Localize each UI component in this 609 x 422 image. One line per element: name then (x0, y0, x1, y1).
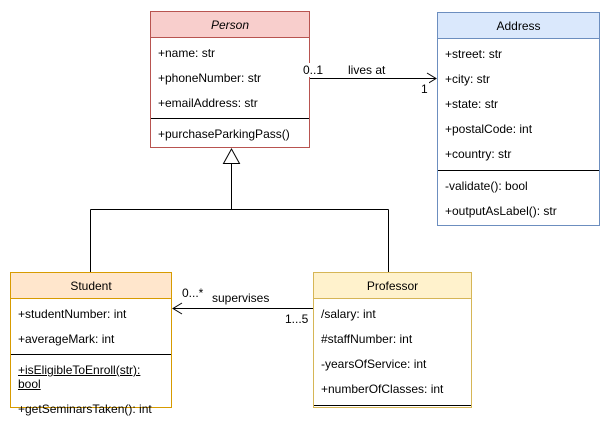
static-method-row[interactable]: +isEligibleToEnroll(str): bool (18, 363, 141, 391)
generalization-lines[interactable] (90, 163, 389, 273)
class-title[interactable]: Address (438, 13, 599, 39)
attribute-row[interactable]: +city: str (445, 72, 491, 86)
attribute-row[interactable]: +emailAddress: str (158, 96, 258, 110)
multiplicity-label-supervises-target[interactable]: 0...* (181, 286, 205, 300)
hollow-triangle-icon (222, 147, 241, 164)
class-title[interactable]: Student (11, 273, 171, 299)
generalization-edge[interactable] (90, 147, 389, 273)
supervises-edge[interactable] (172, 302, 313, 315)
open-arrowhead-left-icon (172, 302, 183, 315)
attribute-row[interactable]: +studentNumber: int (18, 307, 127, 321)
attribute-row[interactable]: +postalCode: int (445, 122, 533, 136)
attribute-row[interactable]: /salary: int (321, 307, 376, 321)
class-student[interactable]: Student +studentNumber: int +averageMark… (10, 272, 172, 416)
attribute-row[interactable]: #staffNumber: int (321, 332, 413, 346)
class-title[interactable]: Person (151, 12, 309, 38)
methods-compartment: +purchaseParkingPass() (151, 118, 309, 149)
methods-compartment: +isEligibleToEnroll(str): bool +getSemin… (11, 354, 171, 422)
methods-compartment: -validate(): bool +outputAsLabel(): str (438, 170, 599, 226)
attributes-compartment: +street: str +city: str +state: str +pos… (438, 39, 599, 170)
class-address[interactable]: Address +street: str +city: str +state: … (437, 12, 600, 226)
multiplicity-label-supervises-source[interactable]: 1...5 (284, 312, 310, 326)
attribute-row[interactable]: +averageMark: int (18, 332, 115, 346)
attribute-row[interactable]: +street: str (445, 47, 503, 61)
attribute-row[interactable]: +name: str (158, 46, 216, 60)
class-title[interactable]: Professor (314, 273, 471, 299)
association-label-supervises[interactable]: supervises (211, 291, 271, 305)
method-row[interactable]: -validate(): bool (445, 179, 528, 193)
lives-at-edge[interactable] (310, 72, 437, 85)
attribute-row[interactable]: +state: str (445, 97, 499, 111)
multiplicity-label-lives-at-source[interactable]: 0..1 (302, 63, 325, 77)
association-label-lives-at[interactable]: lives at (347, 63, 387, 77)
class-professor[interactable]: Professor /salary: int #staffNumber: int… (313, 272, 472, 408)
methods-compartment-empty (314, 405, 471, 408)
attributes-compartment: +studentNumber: int +averageMark: int (11, 299, 171, 354)
attributes-compartment: /salary: int #staffNumber: int -yearsOfS… (314, 299, 471, 405)
attributes-compartment: +name: str +phoneNumber: str +emailAddre… (151, 38, 309, 118)
multiplicity-label-lives-at-target[interactable]: 1 (420, 82, 429, 96)
attribute-row[interactable]: +phoneNumber: str (158, 71, 262, 85)
class-person[interactable]: Person +name: str +phoneNumber: str +ema… (150, 11, 310, 148)
attribute-row[interactable]: +country: str (445, 147, 512, 161)
method-row[interactable]: +getSeminarsTaken(): int (18, 402, 152, 416)
attribute-row[interactable]: -yearsOfService: int (321, 357, 427, 371)
attribute-row[interactable]: +numberOfClasses: int (321, 382, 444, 396)
method-row[interactable]: +outputAsLabel(): str (445, 204, 557, 218)
method-row[interactable]: +purchaseParkingPass() (158, 127, 290, 141)
open-arrowhead-right-icon (426, 72, 437, 85)
